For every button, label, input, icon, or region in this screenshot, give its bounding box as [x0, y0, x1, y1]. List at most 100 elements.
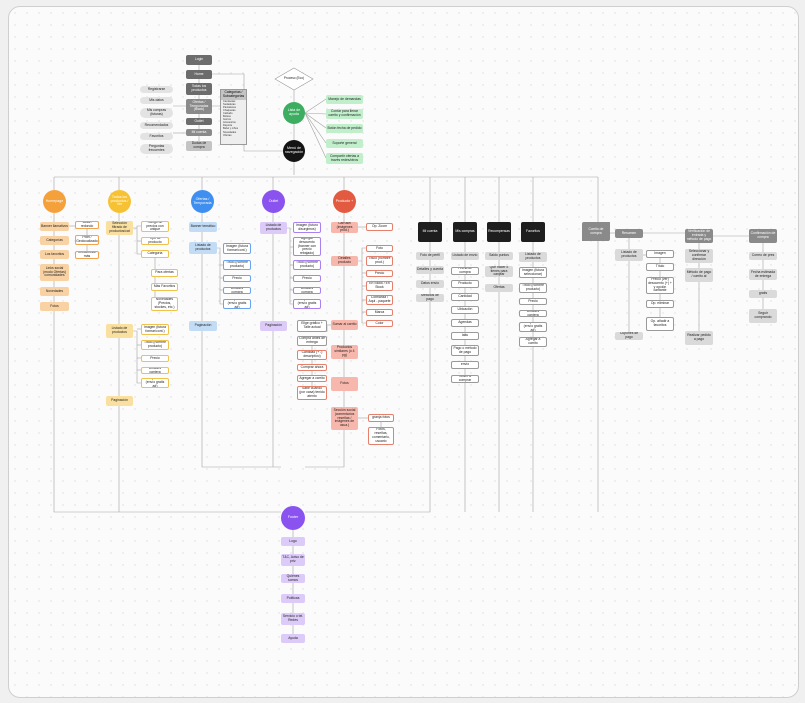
node-d4d: Precio: [519, 298, 547, 305]
node-p2: Imagen (futuro disurgimos): [293, 222, 321, 233]
node-outlet: Outlet: [186, 118, 212, 125]
node-c1e: Op. eliminar: [646, 300, 674, 308]
node-p8: Paginación: [260, 321, 287, 331]
node-d2j: Volver a comprar: [451, 375, 479, 383]
categoria-item: Bebé y niños: [223, 127, 238, 131]
node-c1b: Imagen: [646, 250, 674, 258]
node-r6: Sección social (comentarios reseñas / im…: [331, 407, 358, 430]
node-r2f: Marca: [366, 309, 393, 316]
node-o5: Precio: [223, 275, 251, 282]
node-h6: Fotos: [40, 302, 69, 311]
node-c2a: Seleccionar y confirmar dirección: [685, 249, 713, 263]
node-p3: Agregar descuento (banner con precio reb…: [293, 237, 321, 256]
node-f4: Políticas: [281, 594, 305, 603]
node-todos: Todos los productos / Ver: [108, 190, 131, 213]
node-d4a: Listado de productos: [519, 252, 547, 262]
node-c3d: Seguir comprando: [749, 309, 777, 323]
categoria-item: Novedades: [223, 130, 237, 134]
node-footer: Footer: [281, 506, 305, 530]
node-t5: Para ofertas: [151, 269, 178, 277]
node-d2d: Cantidad: [451, 293, 479, 301]
node-proceso: Proceso (Eco): [283, 76, 305, 81]
node-d4: Favoritos: [521, 222, 545, 242]
categoria-item: Ofertas: [223, 133, 232, 137]
node-d2a: Listado de envío: [451, 252, 479, 260]
node-lista_ayuda: Lista de ayuda: [283, 102, 305, 124]
node-d4e: Detalles cantera: [519, 310, 547, 317]
node-r2e: Confianza / Aqui - paquete: [366, 295, 393, 305]
node-r2b: Título (nombre prod.): [366, 256, 393, 266]
node-c2c: Realizar pedido a pago: [685, 331, 713, 345]
node-h5: Novedades: [40, 287, 69, 296]
node-d2e: Ubicación: [451, 306, 479, 314]
node-t11: Precio: [141, 355, 169, 362]
node-c1f: Op. añadir a favoritos: [646, 317, 674, 331]
node-d2f: Agendas: [451, 319, 479, 327]
node-r2c: Precio: [366, 270, 393, 277]
node-h1b: Botón redondo: [75, 221, 99, 229]
node-r5: Fotos: [331, 377, 358, 391]
node-o7: Stop extra (envío gratis ad): [223, 299, 251, 309]
node-g1: Manejo de demandas: [326, 95, 363, 104]
node-t7: Novedades (Precios, stockes, etc.): [151, 297, 178, 311]
node-r2d: En Stock / En Stock: [366, 281, 393, 291]
node-f1: Logo: [281, 537, 305, 546]
node-r3f: Sabe cuándo (por casa) tenido atento: [297, 386, 327, 400]
categoria-item: Calzado: [223, 111, 233, 115]
node-login: Login: [186, 55, 212, 65]
categoria-item: Pantalones: [223, 105, 236, 109]
node-l_preg: Preguntas frecuentes: [140, 144, 173, 154]
node-t12: Detalles cantera: [141, 367, 169, 374]
node-h1c: Pixel / Geolocalizado: [75, 235, 99, 245]
node-d1d: Métodos de pago: [416, 294, 444, 302]
node-t3: Tipo de producto: [141, 237, 169, 245]
node-h2: Categorías: [40, 236, 69, 245]
node-d4b: Imagen (futura seleccionar): [519, 267, 547, 278]
node-l_favs: Favoritos: [140, 133, 173, 140]
node-r6a: granja fotos: [368, 414, 394, 422]
node-outlet_c: Outlet: [262, 190, 285, 213]
node-producto: Producto +: [333, 190, 356, 213]
node-o4: Título (nombre producto): [223, 260, 251, 270]
node-h1d: Recolección más: [75, 251, 99, 259]
node-f6: Ayuda: [281, 634, 305, 643]
node-d3a: Saldo puntos: [485, 252, 513, 260]
node-l_mis: Mis datos: [140, 97, 173, 104]
categorias-panel-title: Categorías / Subcategorías: [221, 90, 246, 100]
proceso-diamond-shape: [274, 67, 314, 91]
node-d2c: Producto: [451, 280, 479, 288]
connector-lines: [53, 65, 764, 634]
node-c1c: Título: [646, 263, 674, 271]
node-c2b: Método de pago / carrito al: [685, 268, 713, 282]
node-l_iniciar: Registrarse: [140, 86, 173, 93]
node-r3c: Cantidad (+ -) descriptivo): [297, 350, 327, 360]
categoria-item: Bolsos: [223, 115, 231, 119]
node-d2h: Pago o método de pago: [451, 345, 479, 356]
node-g3: Botón fecha de pedido: [326, 124, 363, 133]
node-homepage: Homepage: [43, 190, 66, 213]
node-d2: Mis compras: [453, 222, 477, 242]
node-d2b: Fecha de compra: [451, 267, 479, 275]
node-d3b: Qué hacer o tienes para canjear: [485, 266, 513, 277]
node-o3: Imagen (futura formar/cont.): [223, 243, 251, 254]
node-g2: Contar para llenar carrito y confirmació…: [326, 109, 363, 119]
node-p5: Precio: [293, 275, 321, 282]
node-menu: Menú de navegación: [283, 140, 305, 162]
node-p4: Título (nombre producto): [293, 260, 321, 270]
node-r1: Carrusel (imágenes prod.): [331, 222, 358, 233]
node-r3e: Agregar a carrito: [297, 375, 327, 382]
node-t10: Título (nombre producto): [141, 340, 169, 350]
node-r3b: Compra antes de entrega: [297, 336, 327, 346]
node-mi_cuenta_top: Mi cuenta: [186, 129, 212, 136]
categoria-item: Deporte: [223, 124, 233, 128]
node-h4: Links social (modo Ofertas) comunidades: [40, 264, 69, 281]
node-h1: Banner llamativos: [40, 222, 69, 231]
node-t1: Selección filtrado de productos/cat: [106, 221, 133, 235]
node-d4g: Agregar a carrito: [519, 337, 547, 347]
node-r6b: Fotos, reseñas, comentario, usuario: [368, 427, 394, 445]
node-ofertas: Ofertas / Temporada: [191, 190, 214, 213]
node-t8: Listado de productos: [106, 324, 133, 338]
node-r2g: Color: [366, 320, 393, 327]
node-l_envios: Mis compras (futuras): [140, 108, 173, 118]
